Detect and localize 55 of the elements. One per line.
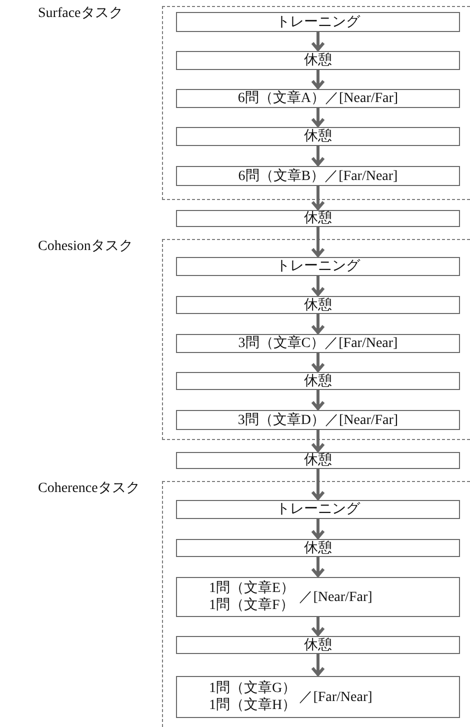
step-box (176, 636, 460, 654)
step-label: 休憩 (304, 298, 332, 312)
step-label: トレーニング (276, 502, 360, 517)
arrow (311, 108, 325, 127)
step-box (176, 676, 460, 718)
step-label: 休憩 (304, 211, 332, 226)
step-label: 休憩 (304, 129, 332, 144)
step-label: 3問（文章C）／[Far/Near] (238, 336, 398, 351)
step-box (176, 410, 460, 430)
step-box (176, 166, 460, 186)
arrow (311, 276, 325, 296)
step-box (176, 127, 460, 146)
step-label: ／[Near/Far] (299, 590, 372, 604)
step-box (176, 334, 460, 353)
step-label: 休憩 (304, 638, 332, 652)
step-label: 1問（文章G） 1問（文章H） (209, 680, 298, 714)
step-box (176, 539, 460, 557)
step-box (176, 51, 460, 70)
arrow (311, 186, 325, 210)
step-label: 休憩 (304, 374, 332, 388)
step-box (176, 452, 460, 469)
arrow (311, 353, 325, 372)
arrow (311, 654, 325, 676)
group-title: Cohesionタスク (38, 239, 133, 255)
step-label: 休憩 (304, 453, 332, 468)
step-label: 6問（文章B）／[Far/Near] (238, 168, 398, 184)
step-label: 3問（文章D）／[Near/Far] (238, 412, 398, 428)
step-box (176, 372, 460, 390)
arrow (311, 32, 325, 51)
step-label: ／[Far/Near] (299, 690, 372, 704)
step-box (176, 296, 460, 314)
step-label: トレーニング (276, 14, 360, 30)
step-box (176, 210, 460, 227)
step-label: 休憩 (304, 53, 332, 68)
group-title: Coherenceタスク (38, 481, 140, 497)
arrow (311, 146, 325, 166)
step-label: 1問（文章E） 1問（文章F） (209, 580, 296, 614)
arrow (311, 70, 325, 89)
step-box (176, 500, 460, 519)
step-box (176, 12, 460, 32)
arrow (311, 469, 325, 500)
group-title: Surfaceタスク (38, 6, 123, 22)
step-box (176, 89, 460, 108)
arrow (311, 617, 325, 636)
step-box (176, 577, 460, 617)
arrow (311, 430, 325, 452)
arrow (311, 390, 325, 410)
step-label: 6問（文章A）／[Near/Far] (238, 91, 398, 106)
step-box (176, 257, 460, 276)
step-label: トレーニング (276, 259, 360, 274)
arrow (311, 557, 325, 577)
arrow (311, 519, 325, 539)
step-label: 休憩 (304, 540, 332, 556)
arrow (311, 227, 325, 257)
arrow (311, 314, 325, 334)
